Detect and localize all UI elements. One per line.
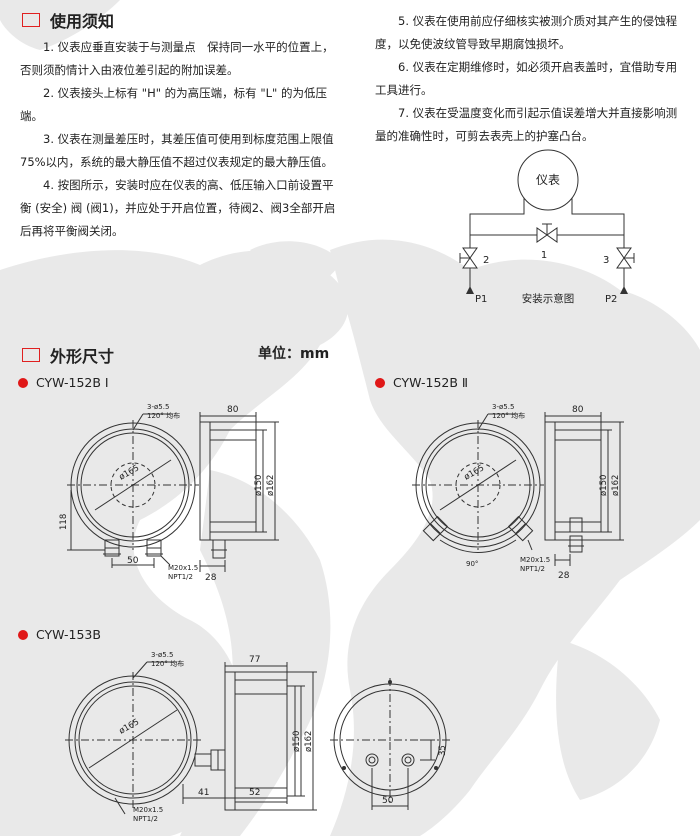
model-1-w28: 28	[205, 573, 217, 583]
model-2-hole-spacing: 120° 均布	[492, 411, 525, 420]
notice-item-4: 4. 按图所示，安装时应在仪表的高、低压输入口前设置平衡 (安全) 阀 (阀1)…	[20, 178, 336, 238]
model-3-d150: ø150	[292, 731, 302, 752]
model-3-w50: 50	[382, 796, 394, 806]
model-2-angle: 90°	[466, 560, 478, 568]
model-3-w77: 77	[249, 655, 260, 665]
model-2-w28: 28	[558, 571, 570, 581]
p1-label: P1	[475, 294, 487, 305]
notice-item-2: 2. 仪表接头上标有 "H" 的为高压端，标有 "L" 的为低压端。	[20, 86, 327, 123]
model-2-w80: 80	[572, 405, 584, 415]
notice-item-7: 7. 仪表在受温度变化而引起示值误差增大并直接影响测量的准确性时，可剪去表壳上的…	[375, 106, 678, 143]
model-3-drawing: 3-ø5.5 120° 均布 ø165 77 ø150 ø162 M20x1.5…	[65, 651, 450, 823]
model-3-h35: 35	[438, 745, 448, 756]
notice-item-3: 3. 仪表在测量差压时，其差压值可使用到标度范围上限值75%以内，系统的最大静压…	[20, 132, 334, 169]
valve-3-label: 3	[603, 255, 609, 266]
bullet-dot-icon	[375, 377, 385, 388]
model-3-title: CYW-153B	[18, 627, 101, 642]
model-1-hole-spacing: 120° 均布	[147, 411, 180, 420]
valve-2-icon	[459, 247, 478, 269]
valve-1-label: 1	[541, 250, 547, 261]
model-3-w41: 41	[198, 788, 209, 798]
model-3-d162: ø162	[304, 731, 314, 752]
gauge-circle	[517, 149, 579, 211]
section-marker-icon	[22, 13, 40, 27]
model-1-npt: NPT1/2	[168, 573, 193, 581]
notice-section-title: 使用须知	[22, 8, 114, 32]
notice-item-6: 6. 仪表在定期维修时，如必须开启表盖时，宜借助专用工具进行。	[375, 60, 678, 97]
model-3-hole-spacing: 120° 均布	[151, 659, 184, 668]
model-2-npt: NPT1/2	[520, 565, 545, 573]
model-1-d165: ø165	[118, 463, 142, 482]
model-3-w52: 52	[249, 788, 260, 798]
model-1-thread: M20x1.5	[168, 564, 198, 572]
model-1-d162: ø162	[266, 475, 276, 496]
model-1-w80: 80	[227, 405, 239, 415]
model-3-hole-note: 3-ø5.5	[151, 651, 173, 659]
notice-item-5: 5. 仪表在使用前应仔细核实被测介质对其产生的侵蚀程度，以免使波纹管导致早期腐蚀…	[375, 14, 678, 51]
bullet-dot-icon	[18, 629, 28, 640]
gauge-label: 仪表	[536, 173, 560, 187]
model-1-d150: ø150	[254, 475, 264, 496]
install-caption: 安装示意图	[522, 292, 575, 305]
valve-1-icon	[536, 223, 558, 243]
model-2-drawing: 3-ø5.5 120° 均布 ø165 80 ø150 ø162 90° M20…	[412, 403, 624, 581]
model-3-thread: M20x1.5	[133, 806, 163, 814]
model-2-hole-note: 3-ø5.5	[492, 403, 514, 411]
model-2-d162: ø162	[611, 475, 621, 496]
model-2-d150: ø150	[599, 475, 609, 496]
section-marker-icon	[22, 348, 40, 362]
unit-label: 单位：mm	[258, 346, 330, 362]
bullet-dot-icon	[18, 377, 28, 388]
model-1-w50: 50	[127, 556, 139, 566]
model-1-h118: 118	[59, 514, 69, 530]
model-2-d165: ø165	[463, 463, 487, 482]
notice-right-column: 5. 仪表在使用前应仔细核实被测介质对其产生的侵蚀程度，以免使波纹管导致早期腐蚀…	[375, 10, 687, 148]
valve-3-icon	[616, 247, 635, 269]
notice-left-column: 1. 仪表应垂直安装于与测量点 保持同一水平的位置上，否则须酌情计入由液位差引起…	[20, 36, 336, 243]
installation-diagram: 仪表 1 2 3 P1 P2 安装示意图	[459, 149, 635, 305]
model-1-title: CYW-152B Ⅰ	[18, 375, 109, 390]
model-2-thread: M20x1.5	[520, 556, 550, 564]
dims-section-title: 外形尺寸	[22, 343, 114, 367]
valve-2-label: 2	[483, 255, 489, 266]
p2-label: P2	[605, 294, 617, 305]
model-1-drawing: 3-ø5.5 120° 均布 ø165 80 ø150 ø162 118 50 …	[59, 403, 279, 583]
model-1-hole-note: 3-ø5.5	[147, 403, 169, 411]
model-2-title: CYW-152B Ⅱ	[375, 375, 468, 390]
model-3-d165: ø165	[118, 717, 142, 736]
notice-item-1: 1. 仪表应垂直安装于与测量点 保持同一水平的位置上，否则须酌情计入由液位差引起…	[20, 40, 334, 77]
model-3-npt: NPT1/2	[133, 815, 158, 823]
